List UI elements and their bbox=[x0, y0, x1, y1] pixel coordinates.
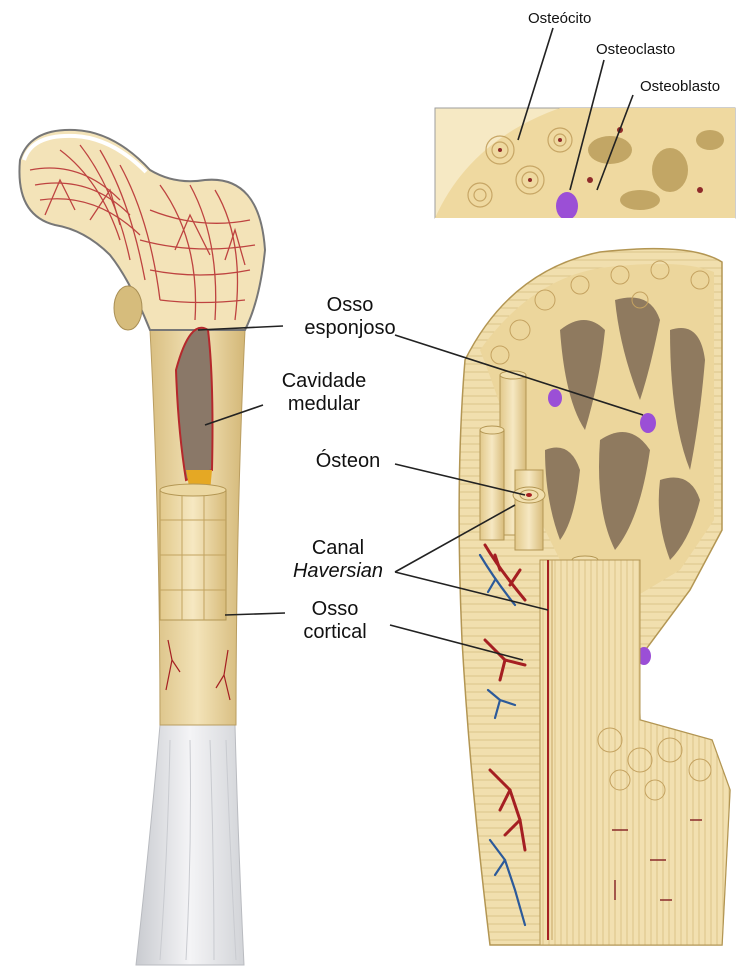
label-canal-line1: Canal bbox=[283, 537, 393, 560]
label-osso-esponjoso-line1: Osso bbox=[285, 294, 415, 317]
label-osso-cortical-line1: Osso bbox=[280, 598, 390, 621]
label-osso-cortical-line2: cortical bbox=[280, 621, 390, 644]
femur-illustration bbox=[19, 130, 265, 965]
label-osteoblasto: Osteoblasto bbox=[640, 78, 720, 95]
label-osso-esponjoso-line2: esponjoso bbox=[285, 317, 415, 340]
label-osso-cortical: Osso cortical bbox=[280, 598, 390, 644]
osteoclast-cell bbox=[556, 192, 578, 220]
label-cavidade-line2: medular bbox=[258, 393, 390, 416]
label-canal-haversian: Canal Haversian bbox=[283, 537, 393, 583]
label-osteocito: Osteócito bbox=[528, 10, 591, 27]
label-canal-line2: Haversian bbox=[283, 560, 393, 583]
label-osteoclasto: Osteoclasto bbox=[596, 41, 675, 58]
femur-head bbox=[19, 130, 265, 330]
label-osteon: Ósteon bbox=[303, 450, 393, 473]
label-osso-esponjoso: Osso esponjoso bbox=[285, 294, 415, 340]
label-cavidade-line1: Cavidade bbox=[258, 370, 390, 393]
lower-cortical-block bbox=[540, 560, 730, 945]
bone-section-illustration bbox=[459, 249, 730, 945]
cell-inset bbox=[435, 108, 735, 220]
label-cavidade-medular: Cavidade medular bbox=[258, 370, 390, 416]
lesser-trochanter bbox=[114, 286, 142, 330]
